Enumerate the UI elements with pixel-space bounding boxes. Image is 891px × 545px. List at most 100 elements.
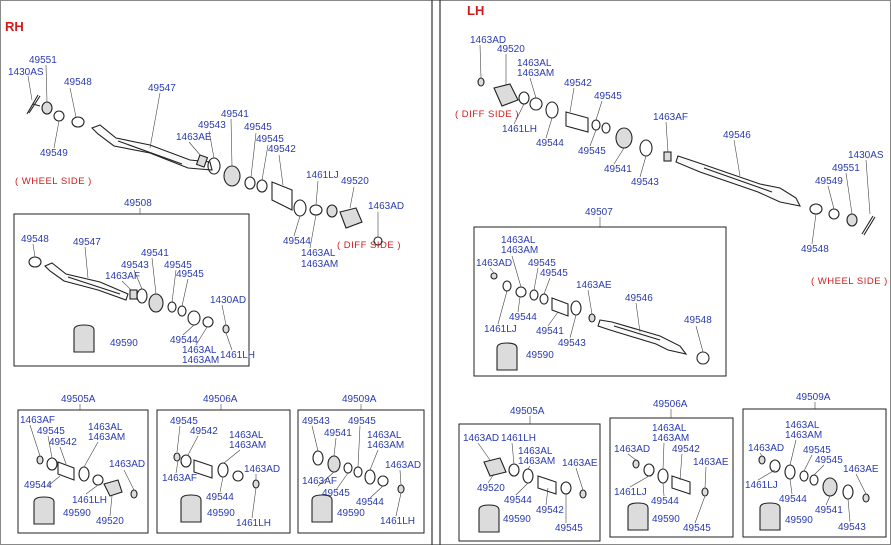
lh-main-labels: 1463AD 49520 1463AL 1463AM 49542 49545 1… xyxy=(470,35,884,255)
lh-kit-49507-box xyxy=(473,226,727,377)
rh-k8-label-1463af: 1463AF xyxy=(105,271,140,282)
rh-k9a-label-1461lh: 1461LH xyxy=(380,516,415,527)
lh-label-49544: 49544 xyxy=(536,138,564,149)
lh-wheel-side-label: ( WHEEL SIDE ) xyxy=(811,276,888,287)
lh-k6a-label-1463ae: 1463AE xyxy=(693,457,729,468)
lh-kit-49507-labels: 1463AL 1463AM 1463AD 49545 49545 1463AE … xyxy=(476,235,712,361)
rh-k6a-label-1463al: 1463AL xyxy=(229,430,264,441)
rh-kit-49506a-parts xyxy=(173,452,260,523)
lh-label-1463ad: 1463AD xyxy=(470,35,506,46)
lh-k5a-label-49590: 49590 xyxy=(503,514,531,525)
lh-main-parts xyxy=(477,77,876,236)
lh-k5a-label-1463ae: 1463AE xyxy=(562,458,598,469)
rh-k9a-label-49544: 49544 xyxy=(356,497,384,508)
lh-label-49545a: 49545 xyxy=(594,91,622,102)
lh-k9a-label-1461lj: 1461LJ xyxy=(745,480,778,491)
rh-diff-side-label: ( DIFF SIDE ) xyxy=(337,240,401,251)
lh-k7-label-49541: 49541 xyxy=(536,326,564,337)
lh-k6a-label-49545: 49545 xyxy=(683,523,711,534)
lh-kit-49507-leaders xyxy=(489,255,704,353)
lh-k5a-label-1463al: 1463AL xyxy=(518,446,553,457)
rh-label-49543: 49543 xyxy=(198,120,226,131)
lh-k7-label-49545b: 49545 xyxy=(540,268,568,279)
lh-label-49551: 49551 xyxy=(832,163,860,174)
rh-k5a-label-1463al: 1463AL xyxy=(88,422,123,433)
lh-kit-49509a-labels: 1463AL 1463AM 1463AD 49545 49545 1463AE … xyxy=(745,420,879,533)
rh-k6a-label-49545: 49545 xyxy=(170,416,198,427)
rh-kit-49505a-labels: 1463AF 49545 49542 1463AL 1463AM 1463AD … xyxy=(20,415,145,527)
rh-label-49547: 49547 xyxy=(148,83,176,94)
rh-k8-label-49544: 49544 xyxy=(170,335,198,346)
lh-header: LH xyxy=(467,3,484,18)
rh-label-49548: 49548 xyxy=(64,77,92,88)
rh-label-49520: 49520 xyxy=(341,176,369,187)
lh-label-49543: 49543 xyxy=(631,177,659,188)
rh-k6a-label-1463af: 1463AF xyxy=(162,473,197,484)
lh-k9a-label-49545a: 49545 xyxy=(803,445,831,456)
rh-k9a-label-49543: 49543 xyxy=(302,416,330,427)
lh-kit-49506a-box xyxy=(609,417,734,538)
rh-k9a-label-49545b: 49545 xyxy=(322,488,350,499)
rh-k9a-label-1463ad: 1463AD xyxy=(385,460,421,471)
rh-kit-49509a-title: 49509A xyxy=(342,394,377,405)
lh-kit-49507-title: 49507 xyxy=(585,207,613,218)
rh-main-leaders xyxy=(27,64,379,249)
lh-kit-49509a-leaders xyxy=(757,439,867,523)
lh-k7-label-1463ae: 1463AE xyxy=(576,280,612,291)
rh-k5a-label-1463ad: 1463AD xyxy=(109,459,145,470)
lh-k7-label-49546: 49546 xyxy=(625,293,653,304)
rh-k9a-label-49541: 49541 xyxy=(324,428,352,439)
rh-kit-49508-box xyxy=(13,213,250,367)
lh-k7-label-49544: 49544 xyxy=(509,312,537,323)
lh-label-49542: 49542 xyxy=(564,78,592,89)
lh-k9a-label-1463ad: 1463AD xyxy=(748,443,784,454)
rh-k9a-label-1463al: 1463AL xyxy=(367,430,402,441)
rh-kit-49509a-labels: 49543 49545 49541 1463AL 1463AM 1463AD 1… xyxy=(302,416,421,527)
rh-label-1430as: 1430AS xyxy=(8,67,44,78)
rh-k8-label-1430ad: 1430AD xyxy=(210,295,246,306)
lh-label-49545b: 49545 xyxy=(578,146,606,157)
lh-k6a-label-1461lj: 1461LJ xyxy=(614,487,647,498)
rh-kit-49506a-box xyxy=(156,409,291,534)
lh-kit-49509a-box xyxy=(742,408,887,538)
rh-label-49541: 49541 xyxy=(221,109,249,120)
rh-main-parts xyxy=(26,94,383,246)
lh-label-1463af: 1463AF xyxy=(653,112,688,123)
rh-label-49544: 49544 xyxy=(283,236,311,247)
rh-k6a-label-49542: 49542 xyxy=(190,426,218,437)
lh-k9a-label-49590: 49590 xyxy=(785,515,813,526)
lh-kit-49507-parts xyxy=(490,272,710,371)
rh-label-1463ae: 1463AE xyxy=(176,132,212,143)
lh-k7-label-49548: 49548 xyxy=(684,315,712,326)
rh-k5a-label-49590: 49590 xyxy=(63,508,91,519)
rh-k9a-label-1463af: 1463AF xyxy=(302,476,337,487)
lh-kit-49505a-title: 49505A xyxy=(510,406,545,417)
rh-kit-49505a-parts xyxy=(33,455,138,525)
rh-k8-label-49548: 49548 xyxy=(21,234,49,245)
lh-k5a-label-1461lh: 1461LH xyxy=(501,433,536,444)
lh-main-leaders xyxy=(479,44,871,245)
lh-kit-49505a-labels: 1463AD 1461LH 1463AL 1463AM 1463AE 49520… xyxy=(463,433,598,534)
rh-label-49545b: 49545 xyxy=(256,134,284,145)
lh-k5a-label-49544: 49544 xyxy=(504,495,532,506)
lh-kit-49506a-labels: 1463AL 1463AM 1463AD 49542 1463AE 1461LJ… xyxy=(614,423,729,534)
rh-label-1463am: 1463AM xyxy=(301,259,338,270)
lh-label-49546: 49546 xyxy=(723,130,751,141)
rh-k6a-label-49544: 49544 xyxy=(206,492,234,503)
lh-diff-side-label: ( DIFF SIDE ) xyxy=(455,109,519,120)
lh-kit-49505a-box xyxy=(458,423,601,542)
lh-k9a-label-1463al: 1463AL xyxy=(785,420,820,431)
rh-k6a-label-1461lh: 1461LH xyxy=(236,518,271,529)
rh-k6a-label-49590: 49590 xyxy=(207,508,235,519)
rh-kit-49505a-leaders xyxy=(29,424,135,517)
lh-k5a-label-49520: 49520 xyxy=(477,483,505,494)
lh-k5a-label-1463ad: 1463AD xyxy=(463,433,499,444)
rh-k8-label-1463al: 1463AL xyxy=(182,345,217,356)
lh-k7-label-49590: 49590 xyxy=(526,350,554,361)
lh-k6a-label-49542: 49542 xyxy=(672,444,700,455)
rh-k8-label-49545a: 49545 xyxy=(164,260,192,271)
rh-label-49549: 49549 xyxy=(40,148,68,159)
rh-k5a-label-49520: 49520 xyxy=(96,516,124,527)
lh-k7-label-1463al: 1463AL xyxy=(501,235,536,246)
